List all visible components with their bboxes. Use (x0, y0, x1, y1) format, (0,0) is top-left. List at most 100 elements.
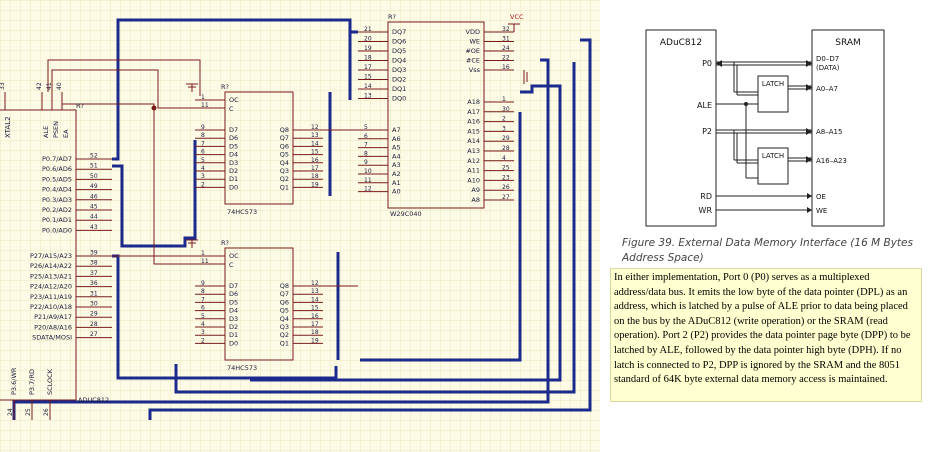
latch-ctrl-num: 1 (201, 250, 205, 257)
mem-dq-num: 20 (364, 36, 372, 43)
mem-a-right-label: A16 (467, 118, 480, 126)
aduc-bottom-label: P3.7/RD (28, 369, 36, 395)
p2-pin-num: 39 (90, 250, 98, 257)
rd-label: RD (700, 192, 712, 201)
mem-dq-num: 13 (364, 93, 372, 100)
p2-pin-label: P20/A8/A16 (34, 323, 72, 331)
bus-wire (148, 38, 592, 420)
p2-pin-num: 29 (90, 311, 98, 318)
p0-pin-label: P0.0/AD0 (42, 226, 72, 234)
aduc812-block (645, 29, 717, 227)
latch-q-num: 19 (311, 181, 319, 188)
p0-pin-label: P0.1/AD1 (42, 216, 72, 224)
latch-oe-label: OC (229, 252, 239, 260)
aduc-bottom-label: P3.6/WR (10, 367, 18, 395)
latch-label-1: LATCH (762, 80, 784, 88)
mem-a-left-num: 8 (364, 150, 368, 157)
latch-d-num: 5 (201, 157, 205, 164)
latch-d-label: D6 (229, 290, 238, 298)
latch-q-num: 17 (311, 165, 319, 172)
latch-d-num: 7 (201, 140, 205, 147)
p0-pin-label: P0.3/AD3 (42, 196, 72, 204)
p0-pin-num: 45 (90, 204, 98, 211)
mem-dq-num: 19 (364, 45, 372, 52)
mem-a-right-label: A10 (467, 176, 480, 184)
latch-d-label: D3 (229, 159, 238, 167)
aduc-top-pin-num: 40 (56, 82, 63, 90)
latch-chip-1 (224, 91, 294, 205)
we-label: WE (816, 207, 827, 215)
mem-a-left-num: 12 (364, 186, 372, 193)
a-low-label: A0–A7 (816, 85, 838, 93)
latch-d-label: D0 (229, 339, 238, 347)
latch-d-num: 2 (201, 181, 205, 188)
latch-q-label: Q6 (280, 298, 289, 306)
p2-pin-num: 38 (90, 260, 98, 267)
p2-pin-num: 28 (90, 321, 98, 328)
signal-wire (47, 59, 201, 96)
latch-q-label: Q3 (280, 167, 289, 175)
p0-pin-label: P0.5/AD5 (42, 175, 72, 183)
mem-a-right-label: A15 (467, 127, 480, 135)
mem-a-right-num: 29 (502, 135, 510, 142)
aduc-bottom-num: 24 (7, 408, 14, 416)
mem-a-left-num: 9 (364, 159, 368, 166)
memory-chip (387, 21, 485, 209)
mem-a-left-label: A2 (392, 170, 401, 178)
mem-a-left-label: A0 (392, 188, 401, 196)
description-paragraph: In either implementation, Port 0 (P0) se… (610, 268, 922, 402)
latch-d-label: D2 (229, 167, 238, 175)
mem-ctrl-label: #OE (465, 47, 480, 55)
latch-ctrl-num: 1 (201, 94, 205, 101)
wr-label: WR (699, 206, 713, 215)
p2-pin-label: SDATA/MOSI (32, 334, 72, 342)
latch-q-num: 13 (311, 288, 319, 295)
mem-a-left-num: 6 (364, 133, 368, 140)
mem-dq-label: DQ5 (392, 47, 406, 55)
aduc-ref: R? (76, 102, 84, 110)
latch-q-num: 17 (311, 321, 319, 328)
latch-d-num: 9 (201, 280, 205, 287)
p2-pin-num: 30 (90, 301, 98, 308)
signal-wire (51, 69, 225, 109)
latch-q-label: Q4 (280, 315, 289, 323)
mem-dq-label: DQ7 (392, 28, 406, 36)
mem-a-left-label: A1 (392, 179, 401, 187)
mem-a-right-label: A14 (467, 137, 480, 145)
mem-dq-label: DQ2 (392, 76, 406, 84)
latch-d-num: 2 (201, 337, 205, 344)
latch-c-label: C (229, 261, 234, 269)
p0-pin-label: P0.7/AD7 (42, 155, 72, 163)
latch-d-num: 3 (201, 173, 205, 180)
latch-q-num: 19 (311, 337, 319, 344)
latch-q-num: 18 (311, 329, 319, 336)
mem-ctrl-num: 32 (502, 26, 510, 33)
latch-q-label: Q1 (280, 183, 289, 191)
latch-q-label: Q2 (280, 175, 289, 183)
sram-title: SRAM (835, 38, 861, 48)
latch-q-label: Q5 (280, 307, 289, 315)
data-sub-label: (DATA) (816, 64, 840, 72)
latch-d-num: 4 (201, 165, 205, 172)
mem-dq-num: 15 (364, 74, 372, 81)
interface-diagram: ADuC812 SRAM P0 ALE P2 RD WR LATCH LATCH… (600, 0, 930, 452)
latch-ref: R? (221, 239, 229, 247)
mem-a-right-label: A12 (467, 157, 480, 165)
latch-d-label: D5 (229, 142, 238, 150)
mem-ctrl-label: WE (469, 38, 480, 46)
latch-q-num: 15 (311, 149, 319, 156)
mem-dq-label: DQ1 (392, 85, 406, 93)
mem-dq-label: DQ4 (392, 57, 406, 65)
latch-d-num: 8 (201, 132, 205, 139)
mem-dq-num: 17 (364, 64, 372, 71)
aduc-bottom-num: 25 (25, 408, 32, 416)
p0-pin-num: 52 (90, 153, 98, 160)
latch-d-num: 6 (201, 149, 205, 156)
mem-a-right-num: 1 (502, 96, 506, 103)
latch-high-block (757, 147, 789, 185)
mem-a-right-num: 30 (502, 106, 510, 113)
latch-ctrl-num: 11 (201, 102, 209, 109)
mem-dq-label: DQ6 (392, 38, 406, 46)
latch-d-label: D1 (229, 331, 238, 339)
